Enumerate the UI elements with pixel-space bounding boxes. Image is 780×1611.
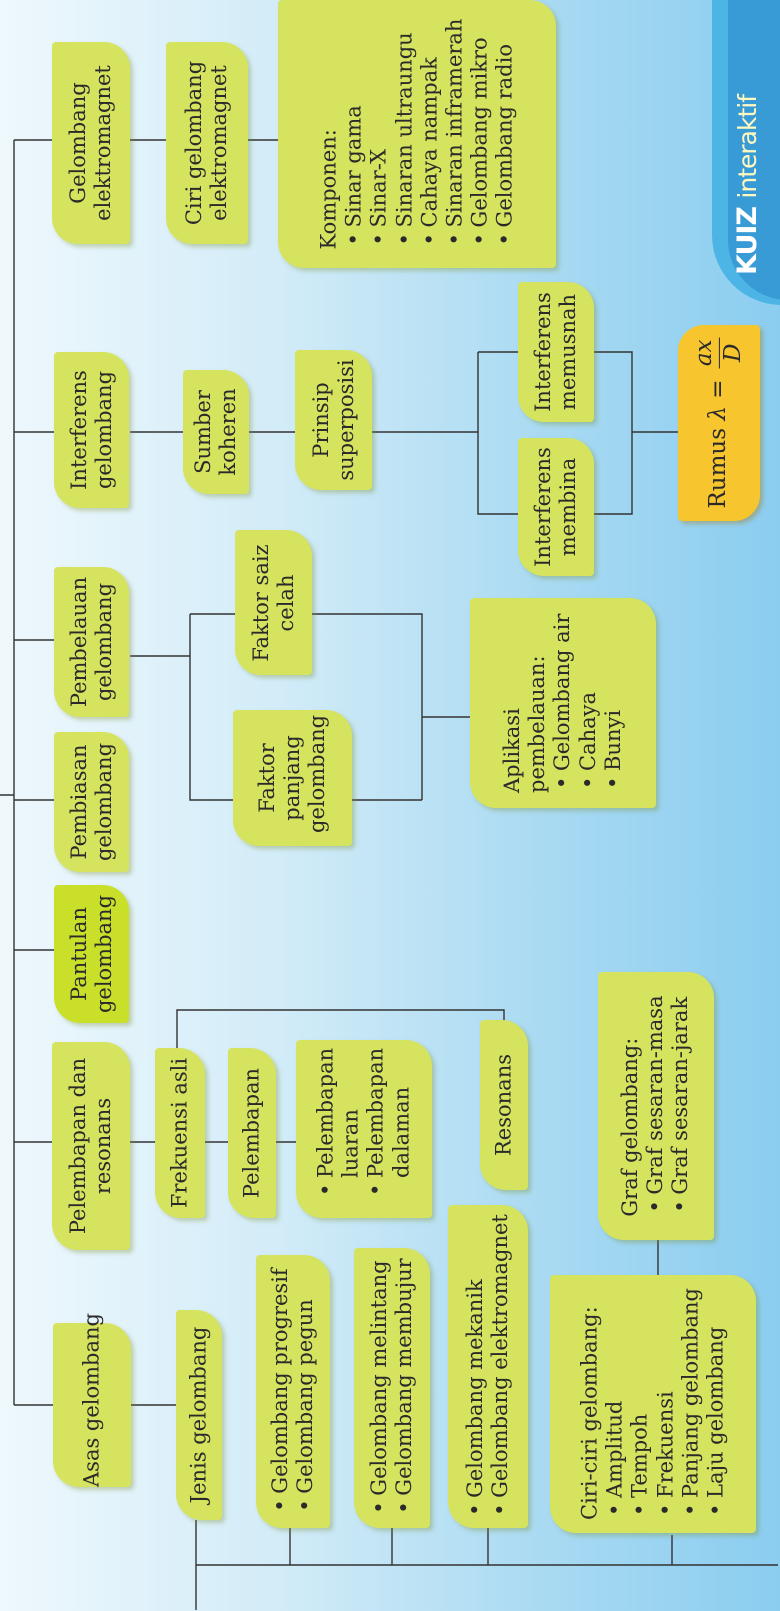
list-aplikasi-pembelauan: Aplikasi pembelauan: Gelombang air Cahay… <box>470 598 656 808</box>
list-item: Pelembapan luaran <box>314 1048 364 1178</box>
node-interferens-membina: Interferens membina <box>518 438 594 576</box>
node-ciri-gelombang-elektromagnet: Ciri gelombang elektromagnet <box>166 42 248 244</box>
list-graf-gelombang: Graf gelombang: Graf sesaran-masa Graf s… <box>598 972 714 1240</box>
node-faktor-panjang-gelombang-label: Faktor panjang gelombang <box>254 714 330 833</box>
formula-numerator: ax <box>690 337 720 369</box>
node-pembelauan-gelombang-label: Pembelauan gelombang <box>66 576 116 708</box>
list-item: Laju gelombang <box>703 1288 728 1498</box>
node-resonans-label: Resonans <box>491 1054 516 1157</box>
node-sumber-koheren: Sumber koheren <box>183 370 249 494</box>
node-faktor-panjang-gelombang: Faktor panjang gelombang <box>233 710 352 846</box>
node-pelembapan-resonans-label: Pelembapan dan resonans <box>65 1057 115 1235</box>
node-ciri-gelombang-elektromagnet-label: Ciri gelombang elektromagnet <box>181 60 231 226</box>
node-pembelauan-gelombang: Pembelauan gelombang <box>54 567 129 717</box>
node-pelembapan-label: Pelembapan <box>239 1067 264 1199</box>
list-item: Sinaran ultraungu <box>392 19 417 227</box>
list-item: Gelombang progresif <box>268 1268 293 1493</box>
list-jenis-2: Gelombang melintang Gelombang membujur <box>354 1248 430 1528</box>
node-pembiasan-gelombang: Pembiasan gelombang <box>54 732 129 872</box>
list-item: Gelombang pegun <box>293 1268 318 1493</box>
list-item: Sinar-X <box>367 19 392 227</box>
list-item: Gelombang elektromagnet <box>488 1214 513 1498</box>
kuiz-interaktif-logo[interactable]: KUIZ interaktif <box>728 60 768 310</box>
node-faktor-saiz-celah-label: Faktor saiz celah <box>248 543 298 662</box>
graf-title: Graf gelombang: <box>618 1037 643 1217</box>
node-resonans: Resonans <box>480 1020 528 1190</box>
node-prinsip-superposisi: Prinsip superposisi <box>295 350 372 490</box>
aplikasi-title: Aplikasi pembelauan: <box>500 655 550 793</box>
formula-box: Rumus λ = ax D <box>678 325 760 521</box>
list-item: Gelombang membujur <box>392 1258 417 1495</box>
node-jenis-gelombang: Jenis gelombang <box>176 1310 222 1520</box>
node-frekuensi-asli-label: Frekuensi asli <box>167 1057 192 1209</box>
list-item: Cahaya <box>576 613 601 771</box>
logo-background <box>712 0 780 305</box>
list-item: Bunyi <box>601 613 626 771</box>
list-item: Panjang gelombang <box>678 1288 703 1498</box>
list-item: Pelembapan dalaman <box>364 1048 414 1178</box>
list-komponen: Komponen: Sinar gama Sinar-X Sinaran ult… <box>278 0 556 268</box>
node-gelombang-elektromagnet: Gelombang elektromagnet <box>52 42 130 244</box>
node-interferens-gelombang-label: Interferens gelombang <box>66 370 116 490</box>
komponen-title: Komponen: <box>316 129 341 250</box>
list-item: Graf sesaran-masa <box>643 995 668 1194</box>
list-item: Gelombang mekanik <box>463 1214 488 1498</box>
list-item: Amplitud <box>603 1288 628 1498</box>
list-item: Graf sesaran-jarak <box>669 995 694 1195</box>
formula-denominator: D <box>719 343 746 363</box>
list-item: Gelombang air <box>550 613 575 771</box>
list-ciri-gelombang: Ciri-ciri gelombang: Amplitud Tempoh Fre… <box>550 1275 756 1533</box>
node-gelombang-elektromagnet-label: Gelombang elektromagnet <box>65 65 115 221</box>
logo-word-interaktif: interaktif <box>732 94 762 199</box>
logo-background-accent <box>728 0 780 300</box>
node-asas-gelombang: Asas gelombang <box>53 1313 131 1487</box>
node-sumber-koheren-label: Sumber koheren <box>190 388 240 476</box>
ciri-title: Ciri-ciri gelombang: <box>577 1306 602 1520</box>
list-item: Tempoh <box>628 1288 653 1498</box>
formula-lhs: λ = <box>705 379 731 421</box>
formula-fraction: ax D <box>690 337 747 369</box>
node-interferens-gelombang: Interferens gelombang <box>54 352 129 508</box>
node-faktor-saiz-celah: Faktor saiz celah <box>235 530 312 675</box>
node-pelembapan: Pelembapan <box>228 1048 276 1218</box>
list-jenis-3: Gelombang mekanik Gelombang elektromagne… <box>448 1205 528 1528</box>
node-jenis-gelombang-label: Jenis gelombang <box>186 1326 211 1504</box>
list-pelembapan-types: Pelembapan luaran Pelembapan dalaman <box>296 1040 432 1218</box>
formula-label: Rumus <box>705 427 731 509</box>
list-item: Gelombang melintang <box>367 1258 392 1495</box>
node-prinsip-superposisi-label: Prinsip superposisi <box>308 359 358 481</box>
list-jenis-1: Gelombang progresif Gelombang pegun <box>256 1255 330 1528</box>
list-item: Cahaya nampak <box>417 19 442 227</box>
logo-word-kuiz: KUIZ <box>731 207 763 276</box>
node-interferens-memusnah: Interferens memusnah <box>518 282 594 422</box>
list-item: Frekuensi <box>653 1288 678 1498</box>
node-pantulan-gelombang-label: Pantulan gelombang <box>66 894 116 1014</box>
node-pembiasan-gelombang-label: Pembiasan gelombang <box>66 742 116 862</box>
node-interferens-membina-label: Interferens membina <box>530 447 580 567</box>
list-item: Gelombang mikro <box>467 19 492 227</box>
node-frekuensi-asli: Frekuensi asli <box>155 1048 205 1218</box>
node-pelembapan-resonans: Pelembapan dan resonans <box>52 1042 130 1250</box>
list-item: Gelombang radio <box>493 19 518 227</box>
list-item: Sinar gama <box>341 19 366 227</box>
node-interferens-memusnah-label: Interferens memusnah <box>530 292 580 412</box>
node-pantulan-gelombang: Pantulan gelombang <box>54 885 129 1023</box>
list-item: Sinaran inframerah <box>442 19 467 228</box>
node-asas-gelombang-label: Asas gelombang <box>79 1313 104 1487</box>
